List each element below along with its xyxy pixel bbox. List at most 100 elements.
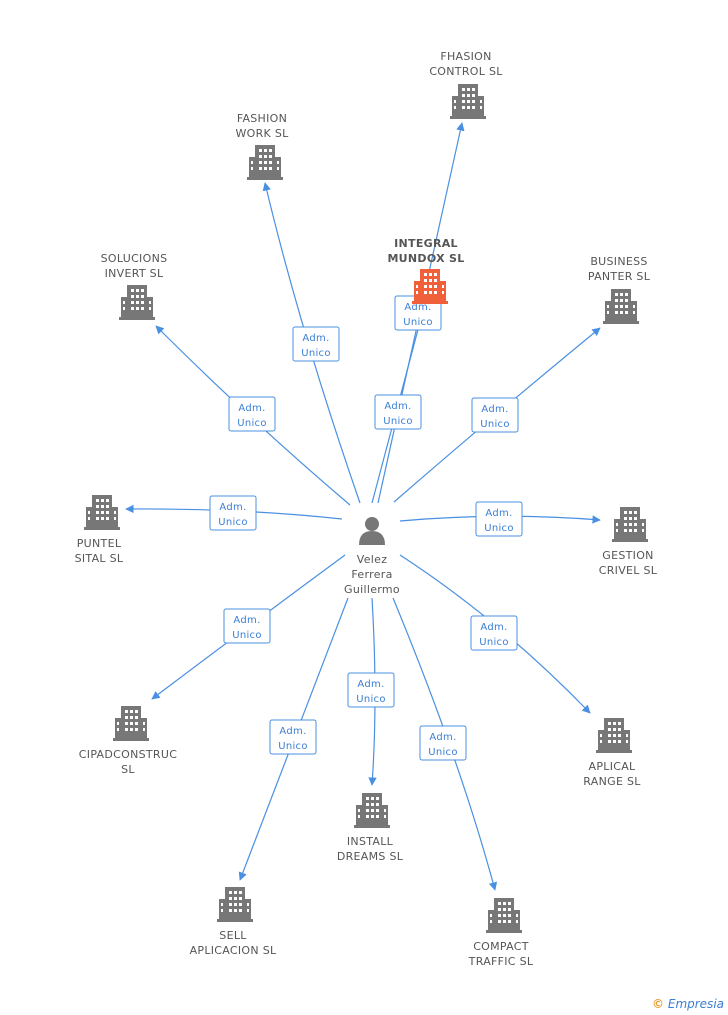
person-icon <box>359 517 385 545</box>
brand-initial: E <box>667 997 676 1011</box>
relation-box-gestion[interactable]: Adm. Unico <box>475 501 523 537</box>
building-icon <box>354 793 390 828</box>
company-name-line-2: APLICACION SL <box>190 944 277 957</box>
relation-box-border <box>269 719 317 755</box>
company-name-line-1: FHASION <box>440 50 491 63</box>
relation-box-install[interactable]: Adm. Unico <box>347 672 395 708</box>
company-name-line-2: WORK SL <box>235 127 289 140</box>
relation-label-line-2: Unico <box>278 741 308 752</box>
relation-label-line-2: Unico <box>301 348 331 359</box>
relation-label-line-1: Adm. <box>404 302 431 313</box>
relation-box-puntel[interactable]: Adm. Unico <box>209 495 257 531</box>
building-icon <box>596 718 632 753</box>
company-node-sell[interactable]: SELL APLICACION SL <box>190 887 277 957</box>
relation-box-fashion[interactable]: Adm. Unico <box>292 326 340 362</box>
relation-box-border <box>223 608 271 644</box>
building-icon <box>603 289 639 324</box>
person-name-line-1: Velez <box>357 553 388 566</box>
relation-box-compact[interactable]: Adm. Unico <box>419 725 467 761</box>
building-icon <box>84 495 120 530</box>
relation-label-line-1: Adm. <box>481 404 508 415</box>
relation-label-line-2: Unico <box>428 747 458 758</box>
relation-label-line-1: Adm. <box>219 502 246 513</box>
relation-label-line-2: Unico <box>484 523 514 534</box>
company-name-line-2: SL <box>121 763 135 776</box>
company-name-line-2: INVERT SL <box>105 267 164 280</box>
relation-box-aplical[interactable]: Adm. Unico <box>470 615 518 651</box>
relation-box-border <box>475 501 523 537</box>
relation-label-line-2: Unico <box>383 416 413 427</box>
person-name-line-3: Guillermo <box>344 583 400 596</box>
relation-label-line-2: Unico <box>479 637 509 648</box>
focus-company-name-line-2: MUNDOX SL <box>387 252 464 265</box>
building-icon <box>247 145 283 180</box>
relation-label-line-1: Adm. <box>357 679 384 690</box>
company-name-line-2: CONTROL SL <box>429 65 503 78</box>
copyright-symbol: © <box>652 997 665 1011</box>
relation-label-line-1: Adm. <box>429 732 456 743</box>
focus-building-icon <box>412 269 448 304</box>
company-name-line-2: RANGE SL <box>583 775 641 788</box>
relation-box-cipad[interactable]: Adm. Unico <box>223 608 271 644</box>
relation-box-integral-b[interactable]: Adm. Unico <box>374 394 422 430</box>
company-node-compact[interactable]: COMPACT TRAFFIC SL <box>468 898 534 968</box>
company-node-aplical[interactable]: APLICAL RANGE SL <box>583 718 641 788</box>
company-name-line-1: COMPACT <box>473 940 529 953</box>
relation-label-line-1: Adm. <box>485 508 512 519</box>
company-node-solucions[interactable]: SOLUCIONS INVERT SL <box>101 252 168 320</box>
company-node-gestion[interactable]: GESTION CRIVEL SL <box>599 507 658 577</box>
company-name-line-1: BUSINESS <box>590 255 647 268</box>
relation-box-border <box>347 672 395 708</box>
relation-label-line-1: Adm. <box>302 333 329 344</box>
company-name-line-1: APLICAL <box>589 760 637 773</box>
relation-label-line-1: Adm. <box>384 401 411 412</box>
relation-label-line-2: Unico <box>237 418 267 429</box>
relation-labels-layer: Adm.UnicoAdm.UnicoAdm.UnicoAdm.UnicoAdm.… <box>209 295 523 761</box>
relation-label-line-1: Adm. <box>233 615 260 626</box>
company-name-line-1: SELL <box>219 929 247 942</box>
focus-company-name-line-1: INTEGRAL <box>394 237 458 250</box>
company-name-line-1: SOLUCIONS <box>101 252 168 265</box>
relation-label-line-1: Adm. <box>480 622 507 633</box>
relation-label-line-2: Unico <box>218 517 248 528</box>
relation-box-border <box>471 397 519 433</box>
company-name-line-1: GESTION <box>602 549 653 562</box>
building-icon <box>217 887 253 922</box>
company-name-line-2: CRIVEL SL <box>599 564 658 577</box>
relation-label-line-2: Unico <box>403 317 433 328</box>
edges-layer <box>125 122 601 891</box>
company-name-line-1: INSTALL <box>347 835 394 848</box>
building-icon <box>486 898 522 933</box>
person-node[interactable]: Velez Ferrera Guillermo <box>344 517 400 596</box>
company-name-line-1: PUNTEL <box>77 537 122 550</box>
relation-box-border <box>374 394 422 430</box>
company-node-integral-focus[interactable]: INTEGRAL MUNDOX SL <box>387 237 464 304</box>
company-nodes-layer: INTEGRAL MUNDOX SL FHASION CONTROL SL FASHIO… <box>75 50 658 968</box>
relation-box-border <box>228 396 276 432</box>
relation-box-border <box>292 326 340 362</box>
brand-rest: mpresia <box>675 997 724 1011</box>
relation-box-sell[interactable]: Adm. Unico <box>269 719 317 755</box>
company-node-fhasion[interactable]: FHASION CONTROL SL <box>429 50 503 119</box>
building-icon <box>119 285 155 320</box>
relation-box-business[interactable]: Adm.Unico <box>471 397 519 433</box>
relation-box-solucions[interactable]: Adm. Unico <box>228 396 276 432</box>
building-icon <box>113 706 149 741</box>
person-name-line-2: Ferrera <box>351 568 392 581</box>
relation-box-border <box>470 615 518 651</box>
company-name-line-2: SITAL SL <box>75 552 124 565</box>
company-name-line-2: TRAFFIC SL <box>468 955 534 968</box>
building-icon <box>450 84 486 119</box>
relation-label-line-2: Unico <box>232 630 262 641</box>
relation-box-integral-a[interactable]: Adm. Unico <box>394 295 442 331</box>
company-node-puntel[interactable]: PUNTEL SITAL SL <box>75 495 124 565</box>
footer-brand: © Empresia <box>652 997 724 1011</box>
relation-label-line-2: Unico <box>356 694 386 705</box>
relation-label-line-1: Adm. <box>279 726 306 737</box>
relation-box-border <box>419 725 467 761</box>
relation-label-line-1: Adm. <box>238 403 265 414</box>
